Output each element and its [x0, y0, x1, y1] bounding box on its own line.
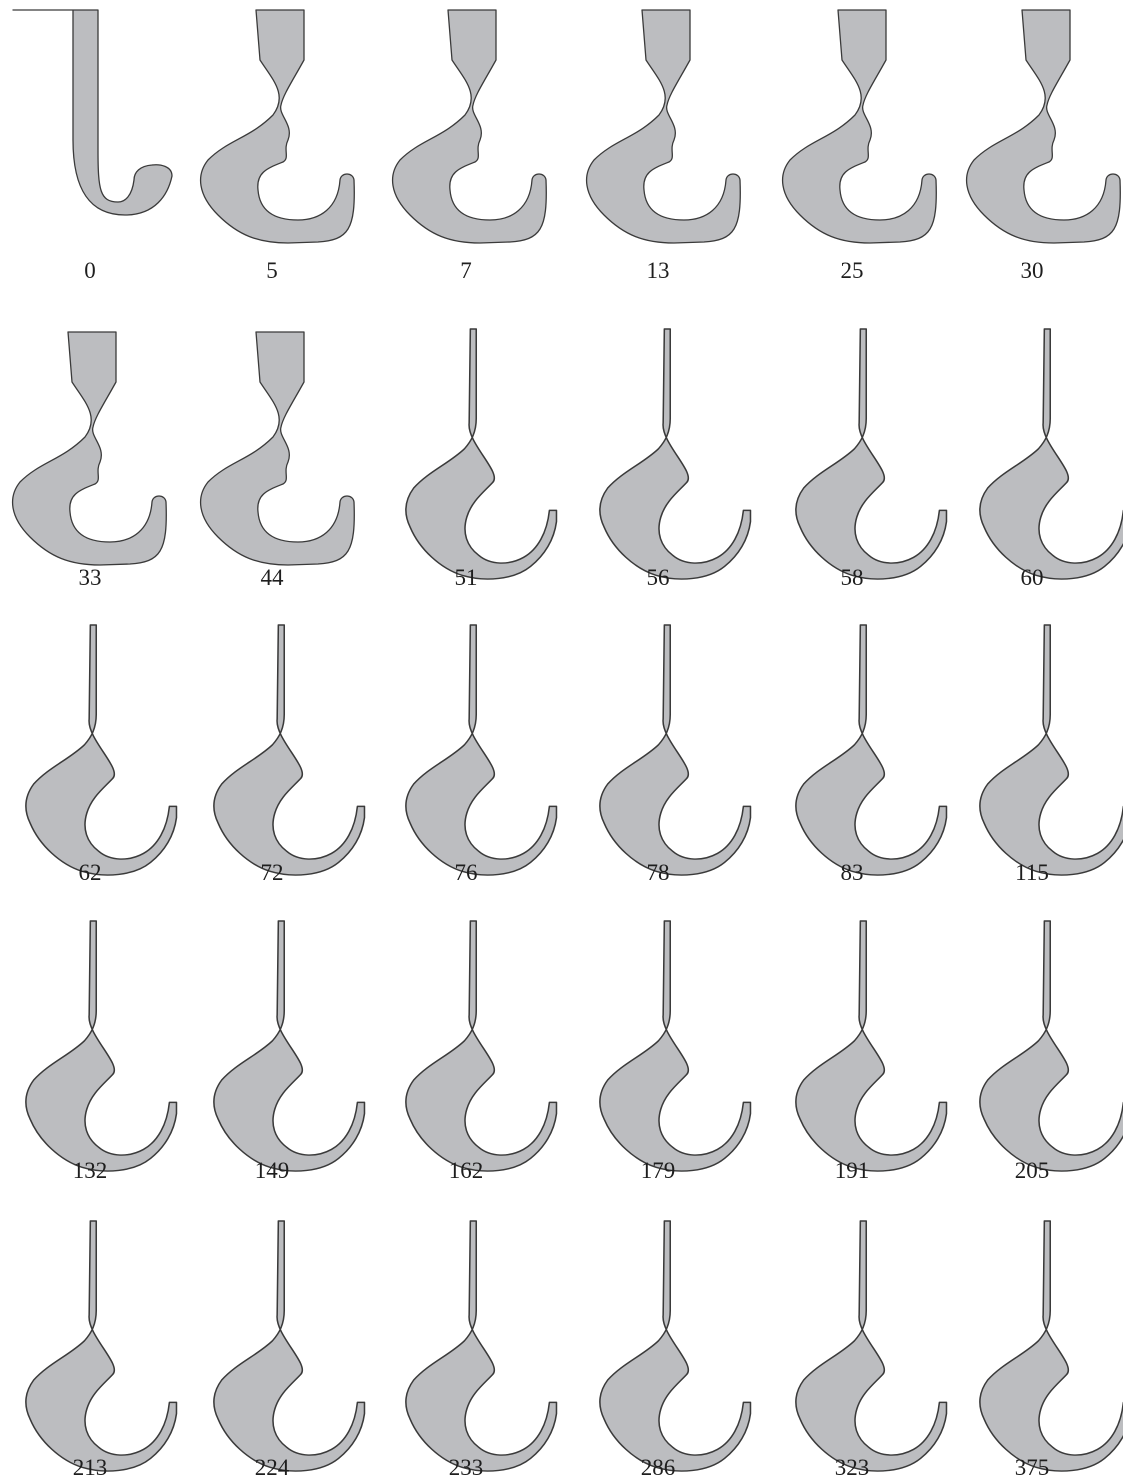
iteration-label: 62 [79, 860, 102, 885]
hook-cell: 213 [26, 1221, 177, 1480]
iteration-label: 286 [641, 1455, 676, 1480]
hook-shape [214, 625, 365, 875]
hook-shape [13, 332, 167, 565]
hook-shape [796, 329, 947, 579]
hook-cell: 205 [980, 921, 1123, 1183]
hook-shape [796, 921, 947, 1171]
hook-shape [980, 625, 1123, 875]
hook-shape [214, 1221, 365, 1471]
hook-cell: 224 [214, 1221, 365, 1480]
hook-cell: 72 [214, 625, 365, 885]
iteration-label: 162 [449, 1158, 484, 1183]
hook-cell: 58 [796, 329, 947, 590]
hook-shape [26, 1221, 177, 1471]
hook-shape [600, 921, 751, 1171]
hook-cell: 60 [980, 329, 1123, 590]
iteration-label: 30 [1021, 258, 1044, 283]
iteration-label: 7 [460, 258, 472, 283]
hook-cell: 5 [201, 10, 355, 283]
hook-shape [600, 1221, 751, 1471]
hook-grid: 0 5 7 13 25 30 33 44 51 56 58 60 62 72 76 78 83 115 132 149… [13, 10, 1123, 1480]
hook-cell: 286 [600, 1221, 751, 1480]
hook-cell: 0 [13, 10, 172, 283]
hook-shape [796, 1221, 947, 1471]
iteration-label: 58 [841, 565, 864, 590]
iteration-label: 375 [1015, 1455, 1050, 1480]
hook-cell: 233 [406, 1221, 557, 1480]
hook-shape [406, 921, 557, 1171]
iteration-label: 132 [73, 1158, 108, 1183]
hook-cell: 33 [13, 332, 167, 590]
iteration-label: 44 [261, 565, 285, 590]
iteration-label: 83 [841, 860, 864, 885]
hook-cell: 375 [980, 1221, 1123, 1480]
hook-shape [214, 921, 365, 1171]
hook-cell: 115 [980, 625, 1123, 885]
iteration-label: 13 [647, 258, 670, 283]
hook-shape [587, 10, 741, 243]
hook-cell: 7 [393, 10, 547, 283]
hook-shape [201, 332, 355, 565]
hook-shape [980, 1221, 1123, 1471]
iteration-label: 213 [73, 1455, 108, 1480]
hook-cell: 83 [796, 625, 947, 885]
hook-shape [600, 625, 751, 875]
hook-cell: 51 [406, 329, 557, 590]
iteration-label: 56 [647, 565, 670, 590]
hook-cell: 62 [26, 625, 177, 885]
hook-shape [796, 625, 947, 875]
hook-cell: 13 [587, 10, 741, 283]
hook-shape [967, 10, 1121, 243]
hook-cell: 30 [967, 10, 1121, 283]
hook-cell: 56 [600, 329, 751, 590]
hook-cell: 323 [796, 1221, 947, 1480]
hook-cell: 78 [600, 625, 751, 885]
hook-cell: 179 [600, 921, 751, 1183]
hook-shape [26, 921, 177, 1171]
iteration-label: 149 [255, 1158, 290, 1183]
iteration-label: 5 [266, 258, 278, 283]
hook-cell: 44 [201, 332, 355, 590]
hook-cell: 76 [406, 625, 557, 885]
hook-cell: 132 [26, 921, 177, 1183]
hook-shape [783, 10, 937, 243]
iteration-label: 191 [835, 1158, 870, 1183]
iteration-label: 60 [1021, 565, 1044, 590]
iteration-label: 51 [455, 565, 478, 590]
iteration-label: 25 [841, 258, 864, 283]
iteration-label: 323 [835, 1455, 870, 1480]
hook-shape [393, 10, 547, 243]
hook-cell: 162 [406, 921, 557, 1183]
hook-shape [406, 1221, 557, 1471]
hook-shape [201, 10, 355, 243]
hook-shape [600, 329, 751, 579]
iteration-label: 179 [641, 1158, 676, 1183]
iteration-label: 78 [647, 860, 670, 885]
iteration-label: 205 [1015, 1158, 1050, 1183]
iteration-label: 76 [455, 860, 478, 885]
hook-shape [13, 10, 172, 215]
iteration-label: 0 [84, 258, 96, 283]
hook-cell: 191 [796, 921, 947, 1183]
hook-shape [980, 921, 1123, 1171]
hook-shape [406, 329, 557, 579]
iteration-label: 33 [79, 565, 102, 590]
hook-shape [980, 329, 1123, 579]
hook-shape [406, 625, 557, 875]
iteration-label: 72 [261, 860, 284, 885]
iteration-label: 233 [449, 1455, 484, 1480]
hook-shape [26, 625, 177, 875]
hook-cell: 149 [214, 921, 365, 1183]
iteration-label: 224 [255, 1455, 290, 1480]
iteration-label: 115 [1015, 860, 1049, 885]
hook-cell: 25 [783, 10, 937, 283]
